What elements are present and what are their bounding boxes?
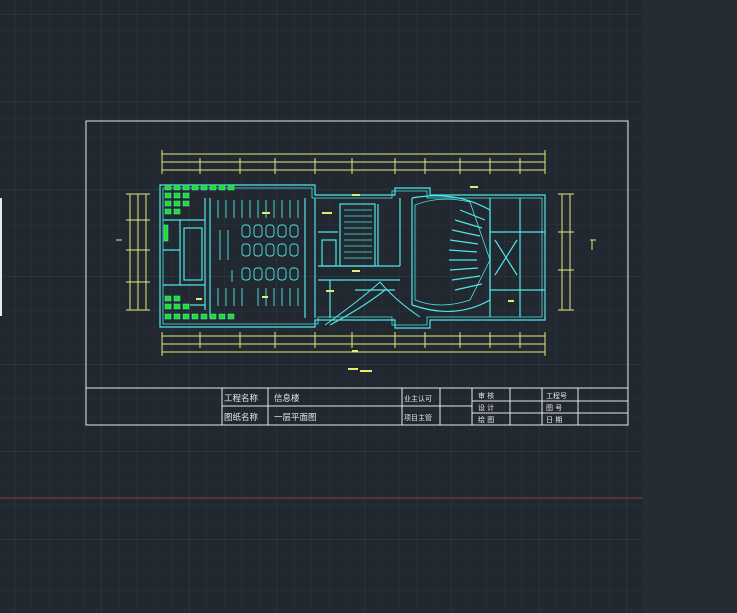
- building-walls: [159, 184, 546, 329]
- project-name-label: 工程名称: [224, 393, 259, 404]
- green-furniture: [163, 184, 235, 320]
- library-stacks: [217, 200, 299, 306]
- drawing-name-value: 一层平面图: [274, 413, 317, 423]
- grid-major: [0, 0, 643, 613]
- date-label: 日 期: [546, 416, 562, 424]
- project-name-value: 信息楼: [274, 393, 300, 404]
- project-no-label: 工程号: [546, 391, 567, 400]
- floor-plan[interactable]: [116, 150, 596, 372]
- sheet-border[interactable]: [85, 120, 629, 426]
- project-lead-label: 项目主管: [404, 413, 432, 422]
- annotation-marks: [196, 186, 514, 372]
- cad-drawing-canvas[interactable]: 工程名称 信息楼 业主认可 图纸名称 一层平面图 项目主管 审 核 设 计 绘 …: [0, 0, 643, 613]
- bottom-dimension-chain: [161, 332, 546, 356]
- drawing-name-label: 图纸名称: [224, 412, 259, 423]
- cad-viewport[interactable]: 工程名称 信息楼 业主认可 图纸名称 一层平面图 项目主管 审 核 设 计 绘 …: [0, 0, 643, 613]
- design-label: 设 计: [478, 403, 494, 412]
- drawing-no-label: 图 号: [546, 404, 562, 412]
- title-block[interactable]: [86, 387, 628, 425]
- top-dimension-chain: [161, 150, 546, 174]
- right-side-panel: [643, 0, 737, 613]
- side-dimension-chains: [116, 193, 596, 311]
- review-label: 审 核: [478, 391, 494, 400]
- left-edge-marker: [0, 198, 2, 316]
- owner-approval-label: 业主认可: [404, 394, 432, 403]
- seating-rows: [344, 209, 372, 259]
- drafting-label: 绘 图: [478, 415, 494, 424]
- title-block-text: 工程名称 信息楼 业主认可 图纸名称 一层平面图 项目主管 审 核 设 计 绘 …: [224, 391, 567, 424]
